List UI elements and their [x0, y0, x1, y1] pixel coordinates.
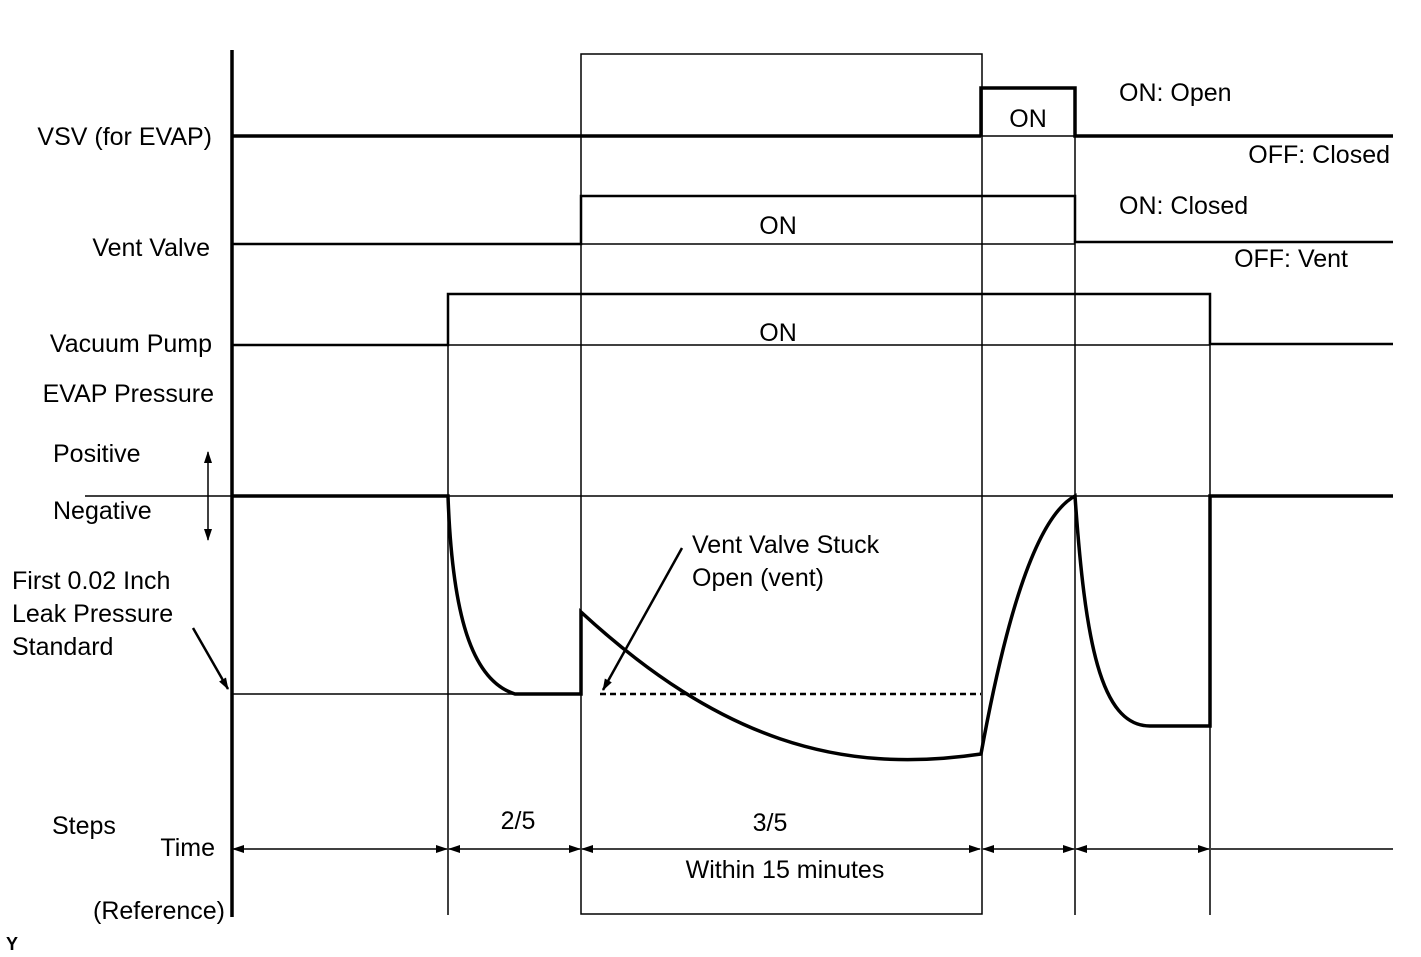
label-evap-pressure: EVAP Pressure: [43, 380, 214, 408]
vent-stuck-label-2: Open (vent): [692, 564, 824, 592]
vent-stuck-arrow: [601, 547, 684, 691]
leak-standard-arrow: [191, 627, 230, 690]
corner-mark: Y: [6, 934, 18, 954]
label-time: Time: [160, 834, 215, 862]
label-first-leak-3: Standard: [12, 633, 113, 661]
step-3-time-label: Within 15 minutes: [686, 856, 885, 884]
step-3-label: 3/5: [753, 809, 788, 837]
label-vsv: VSV (for EVAP): [37, 123, 212, 151]
vsv-on-label: ON: [1009, 105, 1047, 133]
vent-off-meaning: OFF: Vent: [1234, 245, 1348, 273]
label-first-leak-1: First 0.02 Inch: [12, 567, 170, 595]
label-vacuum-pump: Vacuum Pump: [50, 330, 212, 358]
vent-valve-signal: [232, 194, 1393, 246]
step-3-box: [580, 53, 983, 915]
step-2-label: 2/5: [501, 807, 536, 835]
vent-on-label: ON: [759, 212, 797, 240]
vent-on-meaning: ON: Closed: [1119, 192, 1248, 220]
label-first-leak-2: Leak Pressure: [12, 600, 173, 628]
vsv-on-meaning: ON: Open: [1119, 79, 1232, 107]
label-negative: Negative: [53, 497, 152, 525]
vsv-off-meaning: OFF: Closed: [1248, 141, 1390, 169]
label-reference: (Reference): [93, 897, 225, 925]
pump-on-label: ON: [759, 319, 797, 347]
label-positive: Positive: [53, 440, 141, 468]
evap-pressure-curve: [232, 493, 1393, 762]
vsv-signal: [232, 86, 1393, 138]
label-vent-valve: Vent Valve: [92, 234, 210, 262]
label-steps: Steps: [52, 812, 116, 840]
vacuum-pump-signal: [232, 292, 1393, 347]
vent-stuck-label-1: Vent Valve Stuck: [692, 531, 880, 559]
